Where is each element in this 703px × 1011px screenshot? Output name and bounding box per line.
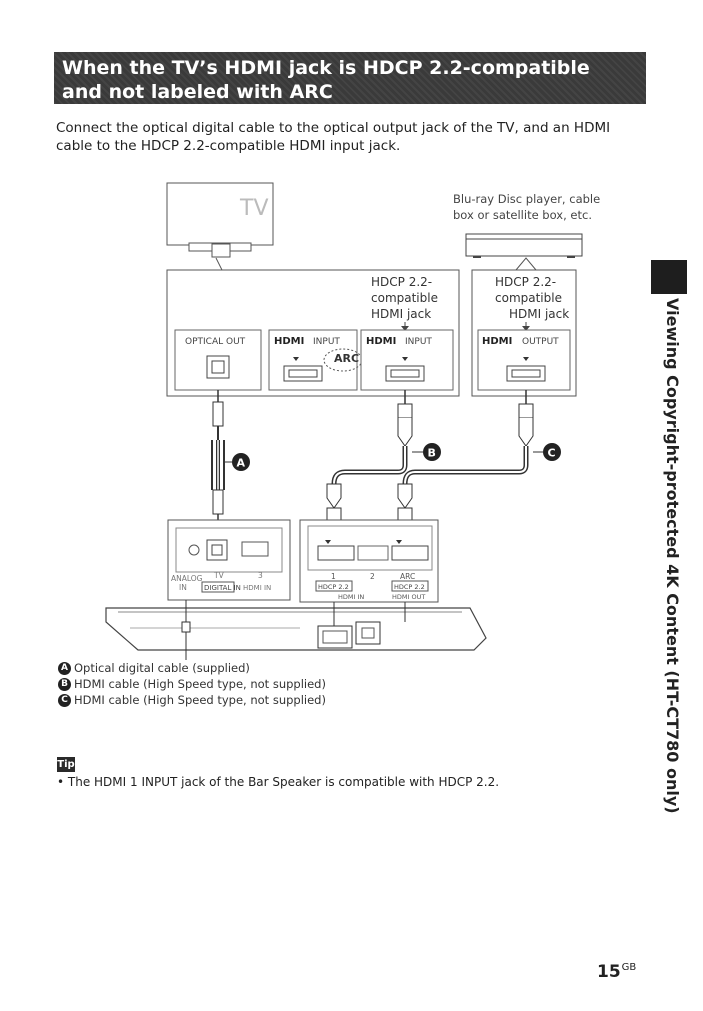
source-label-line2: box or satellite box, etc.: [453, 208, 592, 222]
speaker-left-panel: ANALOG IN TV 3 DIGITAL IN HDMI IN: [167, 519, 291, 601]
tv-illustration: TV: [166, 182, 274, 258]
page-number-value: 15: [597, 962, 621, 982]
speaker-2-label: 2: [370, 572, 375, 581]
tip-text: • The HDMI 1 INPUT jack of the Bar Speak…: [57, 775, 500, 789]
speaker-hdcp-right-label: HDCP 2.2: [394, 583, 425, 591]
hdmi-cable-c: C: [397, 390, 561, 542]
tv-hdcp-line2: compatible: [371, 291, 438, 305]
speaker-hdmi-in-left-label: HDMI IN: [243, 584, 271, 592]
section-heading: When the TV’s HDMI jack is HDCP 2.2-comp…: [62, 57, 590, 103]
heading-band: [54, 52, 646, 104]
src-hdmi-logo: HDMI: [482, 336, 512, 347]
cable-legend: A Optical digital cable (supplied) B HDM…: [58, 660, 326, 708]
legend-text-b: HDMI cable (High Speed type, not supplie…: [74, 677, 326, 691]
tv-hdcp-line1: HDCP 2.2-: [371, 275, 432, 289]
tv-jack-panel: HDCP 2.2- compatible HDMI jack OPTICAL O…: [166, 257, 460, 397]
tv-hdmi2-input-label: INPUT: [405, 337, 432, 347]
tv-hdmi2-logo: HDMI: [366, 336, 396, 347]
callout-a: A: [237, 457, 246, 470]
speaker-tv-label: TV: [213, 571, 225, 580]
source-label-line1: Blu-ray Disc player, cable: [453, 192, 600, 206]
legend-badge-b: B: [58, 677, 71, 691]
side-section-title: Viewing Copyright-protected 4K Content (…: [663, 298, 682, 814]
page-number: 15GB: [597, 962, 636, 982]
legend-text-c: HDMI cable (High Speed type, not supplie…: [74, 693, 326, 707]
callout-c: C: [548, 447, 556, 460]
speaker-right-panel: 1 2 ARC HDCP 2.2 HDCP 2.2 HDMI IN HDMI O…: [299, 519, 439, 603]
connection-diagram: TV Blu-ray Disc player, cable box or sat…: [105, 182, 600, 660]
tv-optical-out-label: OPTICAL OUT: [185, 337, 246, 347]
tv-label: TV: [239, 196, 269, 221]
tv-hdmi1-input-label: INPUT: [313, 337, 340, 347]
tv-arc-label: ARC: [334, 352, 359, 365]
speaker-in-label: IN: [179, 583, 187, 592]
legend-item-c: C HDMI cable (High Speed type, not suppl…: [58, 692, 326, 708]
speaker-hdmi-out-label: HDMI OUT: [392, 593, 425, 601]
speaker-3-label: 3: [258, 571, 263, 580]
bar-speaker-illustration: [105, 600, 487, 660]
speaker-digital-in-label: DIGITAL IN: [204, 584, 241, 592]
src-hdcp-line2: compatible: [495, 291, 562, 305]
speaker-hdmi-in-label: HDMI IN: [338, 593, 364, 601]
speaker-1-label: 1: [331, 572, 336, 581]
hdmi-cable-b: B: [326, 390, 441, 542]
src-hdmi-output-label: OUTPUT: [522, 337, 559, 347]
tv-hdmi1-logo: HDMI: [274, 336, 304, 347]
src-hdcp-line3: HDMI jack: [509, 307, 569, 321]
source-jack-panel: HDCP 2.2- compatible HDMI jack HDMI OUTP…: [471, 257, 577, 397]
legend-text-a: Optical digital cable (supplied): [74, 661, 250, 675]
speaker-hdcp-left-label: HDCP 2.2: [318, 583, 349, 591]
page-suffix: GB: [621, 962, 637, 973]
source-device-illustration: Blu-ray Disc player, cable box or satell…: [453, 192, 600, 258]
intro-paragraph: Connect the optical digital cable to the…: [56, 120, 611, 154]
side-tab-marker: [651, 260, 687, 294]
legend-item-a: A Optical digital cable (supplied): [58, 660, 326, 676]
tip-badge: Tip: [57, 757, 75, 772]
legend-item-b: B HDMI cable (High Speed type, not suppl…: [58, 676, 326, 692]
tv-hdcp-line3: HDMI jack: [371, 307, 431, 321]
src-hdcp-line1: HDCP 2.2-: [495, 275, 556, 289]
callout-b: B: [428, 447, 436, 460]
speaker-arc-label: ARC: [400, 572, 415, 581]
optical-cable-a: A: [211, 390, 250, 540]
legend-badge-a: A: [58, 661, 71, 675]
legend-badge-c: C: [58, 693, 71, 707]
speaker-analog-label: ANALOG: [171, 574, 203, 583]
